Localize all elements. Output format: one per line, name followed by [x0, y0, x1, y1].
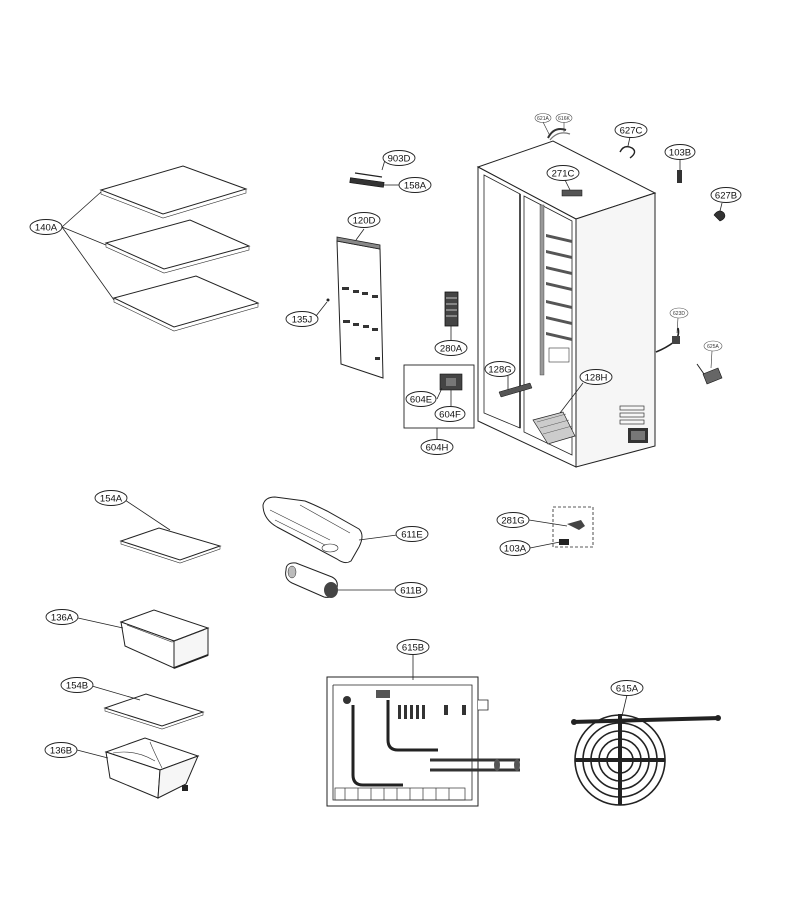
sensor-625A-group: 625A [696, 340, 723, 385]
hose-623D-group: 623D [655, 307, 689, 353]
label-128G: 128G [488, 365, 511, 376]
label-616K: 616K [558, 116, 570, 122]
callout-611B [394, 582, 428, 598]
label-136B: 136B [50, 746, 72, 757]
callout-120D [347, 212, 381, 228]
callout-128H [579, 369, 613, 385]
label-625A: 625A [707, 344, 719, 350]
callout-281G [496, 512, 530, 528]
callout-615B [396, 639, 430, 655]
label-135J: 135J [292, 315, 313, 326]
callout-615A [610, 680, 644, 696]
assembly-604H-group: 604E 604F 604H [403, 364, 475, 455]
label-136A: 136A [51, 613, 74, 624]
label-604E: 604E [410, 395, 432, 406]
label-154B: 154B [66, 681, 88, 692]
callout-128G [484, 361, 516, 377]
screw-103B-group: 103B [664, 144, 696, 183]
cabinet-group: 271C 128G 128H [476, 140, 657, 468]
shelf-140A-group: 140A [29, 165, 260, 332]
label-281G: 281G [501, 516, 524, 527]
glass-154A-group: 154A [94, 490, 222, 564]
callout-103B [664, 144, 696, 160]
label-103A: 103A [504, 544, 527, 555]
clip-627B-group: 627B [710, 187, 742, 222]
crisper-136B-group: 136B [44, 737, 200, 799]
label-621A: 621A [537, 116, 549, 122]
glass-shelf-top [99, 165, 248, 219]
callout-604F [434, 406, 466, 422]
label-604F: 604F [439, 410, 461, 421]
callout-140A [29, 219, 63, 235]
callout-136A [45, 609, 79, 625]
drawer-136A-group: 136A [45, 609, 210, 669]
bulb-611B-group: 611B [285, 562, 428, 598]
callout-154A [94, 490, 128, 506]
hinge-281G-group: 281G 103A [496, 506, 594, 556]
callout-136B [44, 742, 78, 758]
label-271C: 271C [552, 169, 575, 180]
trim-903D-group: 903D [354, 150, 416, 178]
callout-154B [60, 677, 94, 693]
label-158A: 158A [404, 181, 427, 192]
label-128H: 128H [585, 373, 608, 384]
bracket-280A-group: 280A [434, 291, 468, 356]
label-140A: 140A [35, 223, 58, 234]
fan-guard-615A-group: 615A [571, 680, 721, 806]
callout-271C [546, 165, 580, 181]
callout-903D [382, 150, 416, 166]
label-615B: 615B [402, 643, 424, 654]
trim-158A-group: 158A [349, 177, 432, 193]
callout-280A [434, 340, 468, 356]
label-120D: 120D [353, 216, 376, 227]
label-280A: 280A [440, 344, 463, 355]
label-627C: 627C [620, 126, 643, 137]
label-611B: 611B [400, 586, 421, 597]
clip-627C-group: 627C [614, 122, 648, 159]
callout-604E [405, 391, 437, 407]
label-154A: 154A [100, 494, 123, 505]
label-903D: 903D [388, 154, 411, 165]
callout-158A [398, 177, 432, 193]
callout-627C [614, 122, 648, 138]
callout-623D [669, 307, 689, 319]
callout-604H [420, 439, 454, 455]
label-623D: 623D [673, 311, 685, 317]
callout-627B [710, 187, 742, 203]
label-627B: 627B [715, 191, 737, 202]
glass-154B-group: 154B [60, 677, 205, 730]
harness-621A-616K-group: 621A 616K [534, 113, 573, 141]
panel-120D-group: 120D 135J [285, 212, 384, 379]
callout-103A [499, 540, 531, 556]
label-604H: 604H [426, 443, 449, 454]
callout-135J [285, 311, 319, 327]
callout-625A [703, 340, 723, 352]
glass-shelf-middle [104, 219, 251, 274]
label-611E: 611E [401, 530, 422, 541]
label-615A: 615A [616, 684, 639, 695]
glass-shelf-bottom [112, 275, 260, 332]
lamp-611E-group: 611E [262, 496, 429, 564]
machine-compartment-615B-group: 615B [326, 639, 520, 807]
callout-611E [395, 526, 429, 542]
label-103B: 103B [669, 148, 691, 159]
